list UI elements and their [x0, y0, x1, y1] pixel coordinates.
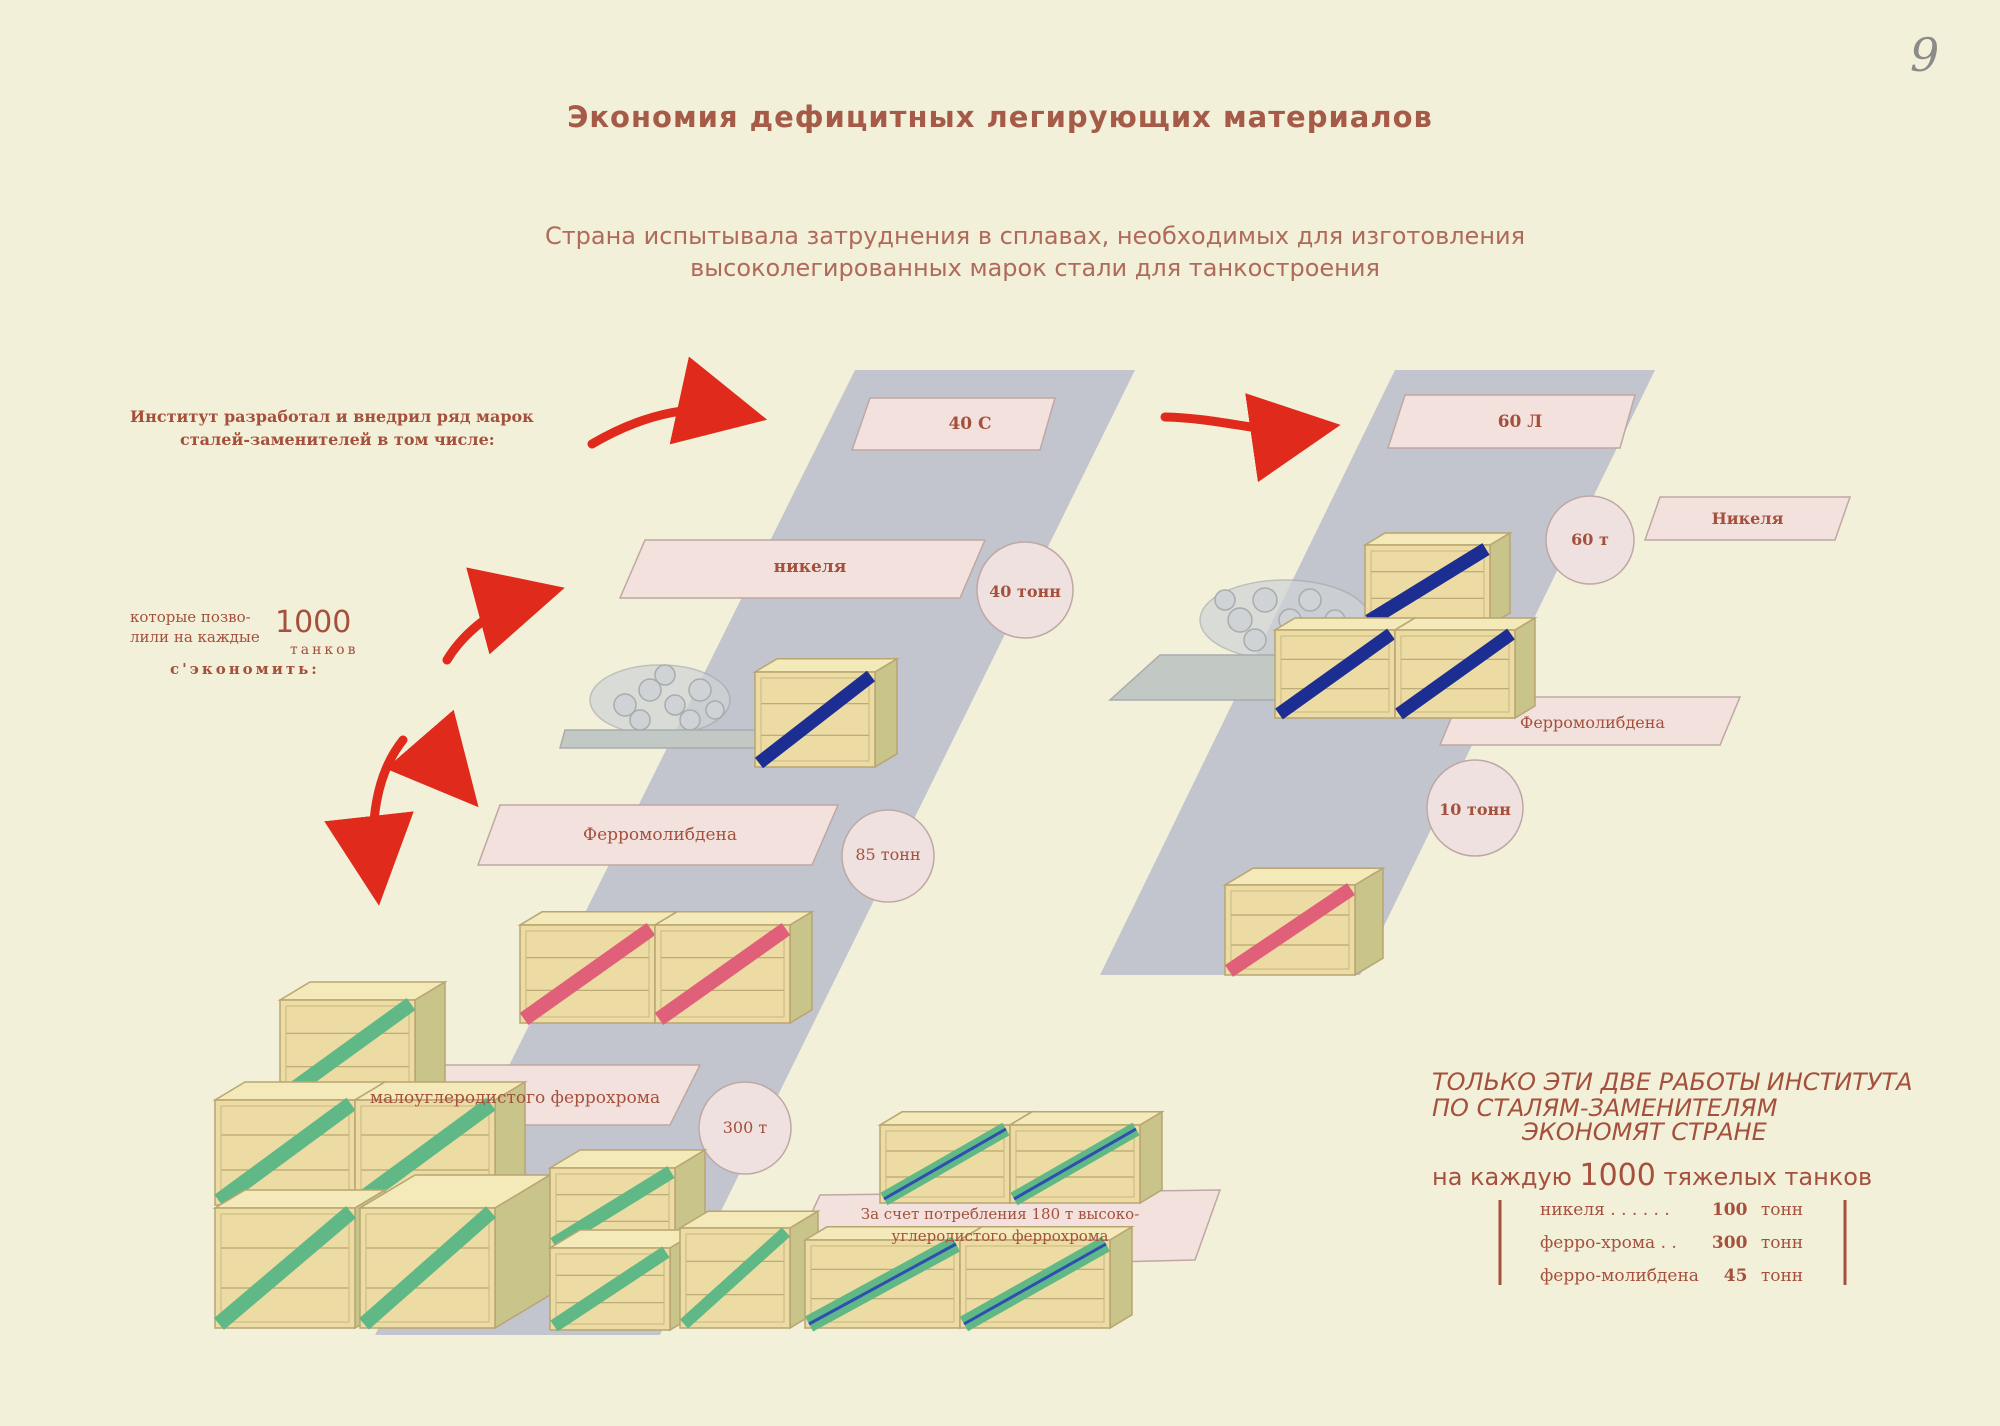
subtitle-line-1: Страна испытывала затруднения в сплавах,… — [544, 222, 1526, 250]
tanks-note-line-2: лили на каждые — [130, 628, 260, 646]
tanks-note-line-1: которые позво- — [130, 608, 251, 626]
summary-item-label: никеля . . . . . . — [1540, 1200, 1670, 1220]
left-nickel-label: никеля — [773, 557, 847, 577]
summary-item-unit: тонн — [1760, 1200, 1804, 1220]
right-molybdenum-amount: 10 тонн — [1439, 800, 1511, 819]
summary-item-label: ферро-хрома . . — [1540, 1233, 1677, 1253]
summary-line-4: на каждую 1000 тяжелых танков — [1432, 1158, 1872, 1193]
subtitle-line-2: высоколегированных марок стали для танко… — [690, 254, 1380, 282]
summary-line-2: по сталям-заменителям — [1432, 1094, 1778, 1122]
crate-left-molybdenum-1 — [517, 910, 680, 1026]
tanks-note-line-4: с'экономить: — [170, 660, 320, 678]
arrow-nickel — [442, 567, 565, 665]
arrows — [324, 356, 1341, 906]
summary-item-ferromolybdenum: ферро-молибдена 45 тонн — [1540, 1266, 1803, 1286]
box-left-grade — [850, 397, 1056, 451]
crate-right-molybdenum — [1222, 866, 1386, 977]
right-molybdenum-label: Ферромолибдена — [1520, 713, 1665, 732]
summary-item-nickel: никеля . . . . . . 100 тонн — [1540, 1200, 1803, 1220]
crate-left-molybdenum-2 — [652, 910, 815, 1026]
left-nickel-amount: 40 тонн — [989, 582, 1061, 601]
tanks-note-line-3: танков — [290, 642, 359, 658]
crate-chrome-top — [277, 980, 448, 1103]
crate-chrome-right-low-1 — [802, 1225, 985, 1332]
box-left-molybdenum — [476, 804, 840, 866]
amount-circles — [698, 495, 1635, 1175]
summary-item-value: 100 — [1711, 1200, 1748, 1220]
right-nickel-amount: 60 т — [1571, 530, 1609, 549]
box-right-grade — [1386, 394, 1636, 449]
arrow-top-right — [1160, 393, 1341, 483]
summary-line-4-prefix: на каждую — [1432, 1163, 1572, 1191]
summary-item-unit: тонн — [1760, 1233, 1804, 1253]
page-title: Экономия дефицитных легирующих материало… — [567, 100, 1433, 134]
left-molybdenum-label: Ферромолибдена — [583, 825, 737, 845]
crate-left-nickel — [752, 657, 900, 769]
left-note-line-1: За счет потребления 180 т высоко- — [860, 1205, 1140, 1223]
arrow-chrome — [324, 735, 414, 906]
crate-right-nickel-top — [1362, 531, 1513, 627]
page-number: 9 — [1910, 28, 1940, 82]
left-nickel-pile — [559, 664, 761, 749]
intro-line-1: Институт разработал и внедрил ряд марок — [130, 407, 534, 426]
summary-item-value: 300 — [1711, 1233, 1748, 1253]
box-left-nickel — [618, 539, 987, 599]
crate-chrome-mid-right — [352, 1080, 528, 1208]
crate-right-nickel-bottom-right — [1392, 616, 1538, 720]
left-molybdenum-amount: 85 тонн — [855, 845, 921, 864]
crate-chrome-center-front — [547, 1228, 703, 1332]
summary-brackets — [1498, 1200, 1847, 1285]
summary-item-ferrochrome: ферро-хрома . . 300 тонн — [1540, 1233, 1803, 1253]
right-grade-label: 60 Л — [1497, 412, 1543, 432]
crate-chrome-right-low-2 — [957, 1225, 1135, 1332]
crate-chrome-right-top-2 — [1007, 1110, 1165, 1206]
summary-line-3: экономят стране — [1522, 1118, 1767, 1146]
summary-item-unit: тонн — [1760, 1266, 1804, 1286]
summary-item-value: 45 — [1723, 1266, 1748, 1286]
right-nickel-label: Никеля — [1711, 509, 1784, 528]
crate-right-nickel-bottom-left — [1272, 616, 1418, 720]
left-note-line-2: углеродистого феррохрома — [891, 1227, 1109, 1245]
box-right-nickel — [1643, 496, 1852, 541]
crates — [212, 531, 1538, 1332]
summary-line-4-suffix: тяжелых танков — [1663, 1163, 1873, 1191]
crate-chrome-low-right — [357, 1173, 553, 1330]
left-chrome-label: малоуглеродистого феррохрома — [369, 1088, 661, 1108]
left-chrome-amount: 300 т — [722, 1118, 768, 1137]
summary-item-label: ферро-молибдена — [1540, 1266, 1699, 1286]
arrow-molybdenum — [385, 709, 479, 808]
left-grade-label: 40 С — [948, 414, 992, 434]
summary-line-1: Только эти две работы института — [1432, 1068, 1913, 1096]
crate-chrome-center-side — [677, 1209, 821, 1330]
intro-line-2: сталей-заменителей в том числе: — [180, 430, 495, 449]
arrow-top-left — [587, 356, 768, 449]
summary-line-4-number: 1000 — [1579, 1158, 1656, 1193]
tanks-note-number: 1000 — [275, 605, 352, 640]
